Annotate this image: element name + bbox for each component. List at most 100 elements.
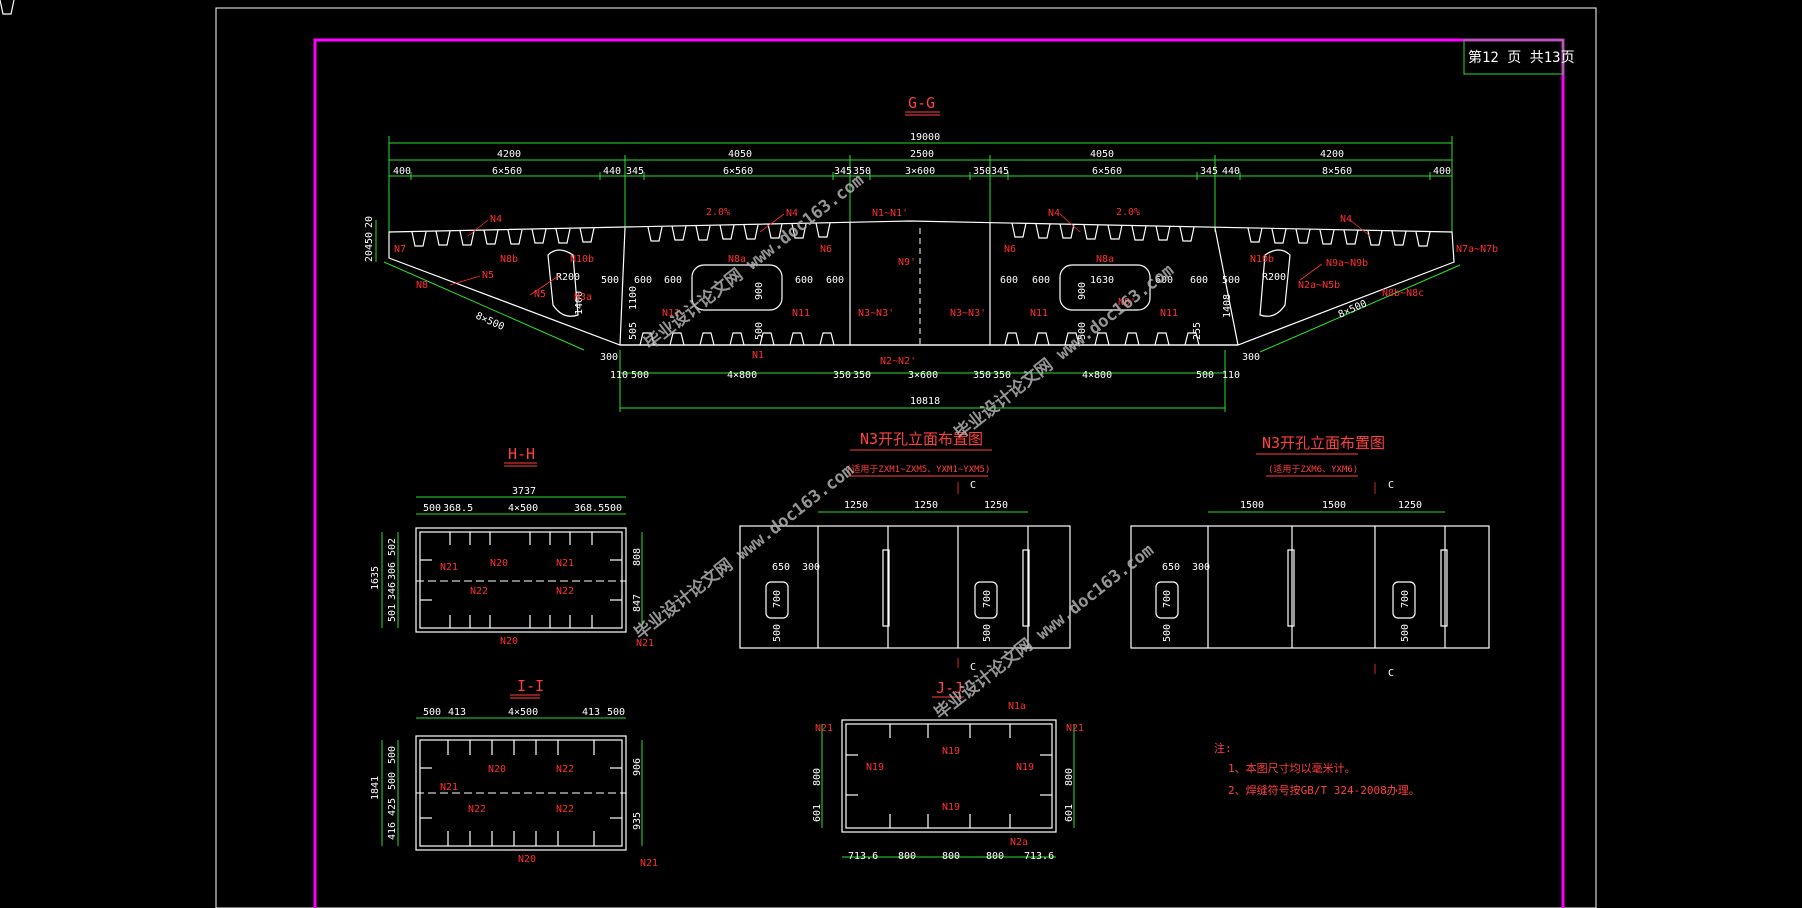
n3a-dim: 500	[982, 624, 993, 642]
slope-dim-left	[383, 261, 585, 351]
n3b-hole-right	[1392, 581, 1416, 619]
dim-bottom: 350	[973, 370, 991, 381]
bottom-u-ribs	[639, 332, 1200, 346]
n3b-dim: 300	[1192, 562, 1210, 573]
hh-dim: 500	[604, 503, 622, 514]
dim-height: 300	[600, 352, 618, 363]
ii-callout: N21	[640, 858, 658, 869]
watermark: 毕业设计论文网 www.doc163.com	[630, 460, 858, 644]
callout: N8b	[500, 254, 518, 265]
jj-dim: 800	[898, 851, 916, 862]
n3b-plate	[1130, 525, 1490, 649]
callout: N10b	[1250, 254, 1274, 265]
n3a-dim: 300	[802, 562, 820, 573]
cut-label: C	[970, 662, 976, 673]
notes-heading: 注:	[1214, 741, 1232, 755]
jj-box-inner	[845, 723, 1053, 829]
callout: N8'	[1118, 297, 1136, 308]
ii-dim-left: 425	[387, 798, 398, 816]
radius-label: R200	[556, 272, 580, 283]
n3-elevation-b: N3开孔立面布置图 (适用于ZXM6、YXM6) 1500 1500 1250 …	[1130, 434, 1490, 679]
n3-elevation-a: N3开孔立面布置图 (适用于ZXM1~ZXM5、YXM1~YXM5) 1250 …	[739, 430, 1071, 673]
dim-inner: 600	[795, 275, 813, 286]
jj-dim: 800	[986, 851, 1004, 862]
dim-bottom: 350	[993, 370, 1011, 381]
callout: N4	[1048, 208, 1060, 219]
ii-callout: N22	[468, 804, 486, 815]
hh-dim: 368.5	[574, 503, 604, 514]
dim-left-v: 20	[364, 250, 375, 262]
hh-dim-left: 501	[387, 604, 398, 622]
dim-sub: 6×560	[492, 166, 522, 177]
cantilever-hole-right	[1259, 249, 1291, 317]
dim-seg-3: 2500	[910, 149, 934, 160]
dim-seg-4: 4050	[1090, 149, 1114, 160]
n3b-dim: 1250	[1398, 500, 1422, 511]
dim-seg-1: 4200	[497, 149, 521, 160]
dim-sub: 3×600	[905, 166, 935, 177]
hh-box	[415, 527, 627, 633]
section-hh-title: H-H	[508, 445, 535, 463]
manhole-right	[1059, 264, 1151, 311]
jj-dim: 800	[942, 851, 960, 862]
section-jj: J-J 713.6 800 800 800 713.6 800 601 800 …	[812, 679, 1084, 862]
dim-inner: 600	[1000, 275, 1018, 286]
hh-dim-right: 847	[632, 594, 643, 612]
section-gg-title: G-G	[908, 94, 935, 112]
dim-height: 500	[1077, 322, 1088, 340]
callout: N10b	[570, 254, 594, 265]
section-hh: H-H 3737 500 368.5 4×500 368.5 500 1635 …	[370, 445, 654, 649]
jj-dim: 713.6	[1024, 851, 1054, 862]
dim-sub: 345	[626, 166, 644, 177]
ii-callout: N22	[556, 804, 574, 815]
n3a-dim: 1250	[984, 500, 1008, 511]
dim-inner: 1630	[1090, 275, 1114, 286]
ii-dim-left: 500	[387, 772, 398, 790]
dim-seg-5: 4200	[1320, 149, 1344, 160]
n3a-dim: 700	[982, 590, 993, 608]
section-ii-title: I-I	[517, 677, 544, 695]
n3a-title: N3开孔立面布置图	[860, 430, 983, 448]
callout: N9a~N9b	[1326, 258, 1368, 269]
ii-stiffeners	[420, 740, 622, 846]
ii-dim-left: 500	[387, 746, 398, 764]
ii-callout: N20	[518, 854, 536, 865]
dim-bottom: 350	[833, 370, 851, 381]
note-item: 2、焊缝符号按GB/T 324-2008办理。	[1228, 783, 1420, 797]
dim-sub: 6×560	[1092, 166, 1122, 177]
callout: N7a~N7b	[1456, 244, 1498, 255]
hh-callout: N21	[556, 558, 574, 569]
dim-bottom: 110	[610, 370, 628, 381]
dim-inner: 600	[1032, 275, 1050, 286]
dim-height: 1400	[574, 291, 585, 315]
dim-bottom: 500	[631, 370, 649, 381]
dim-bottom: 4×800	[727, 370, 757, 381]
slope-label-right: 8×500	[1337, 298, 1369, 320]
jj-dim-left: 800	[812, 768, 823, 786]
callout: N11	[662, 308, 680, 319]
callout: N2a~N5b	[1298, 280, 1340, 291]
ii-callout: N20	[488, 764, 506, 775]
hh-dim-left: 1635	[370, 566, 381, 590]
callout: N7	[394, 244, 406, 255]
dim-bottom-total: 10818	[910, 396, 940, 407]
dim-left-v: 450	[364, 232, 375, 250]
n3a-dim: 1250	[914, 500, 938, 511]
n3a-subtitle: (适用于ZXM1~ZXM5、YXM1~YXM5)	[846, 464, 990, 475]
ii-dim-right: 935	[632, 812, 643, 830]
ii-dim-right: 906	[632, 758, 643, 776]
note-item: 1、本图尺寸均以毫米计。	[1228, 761, 1356, 775]
dim-sub: 440	[603, 166, 621, 177]
jj-callout: N1a	[1008, 701, 1026, 712]
dim-inner: 600	[1190, 275, 1208, 286]
hh-box-inner	[419, 531, 623, 629]
dim-bottom: 110	[1222, 370, 1240, 381]
ii-dim: 413	[448, 707, 466, 718]
callout: 2.0%	[706, 207, 730, 218]
hh-dim-left: 502	[387, 538, 398, 556]
dim-height: 900	[754, 282, 765, 300]
callout: N8	[416, 280, 428, 291]
dim-inner: 600	[634, 275, 652, 286]
callout: N4	[1340, 214, 1352, 225]
ii-dim: 500	[423, 707, 441, 718]
